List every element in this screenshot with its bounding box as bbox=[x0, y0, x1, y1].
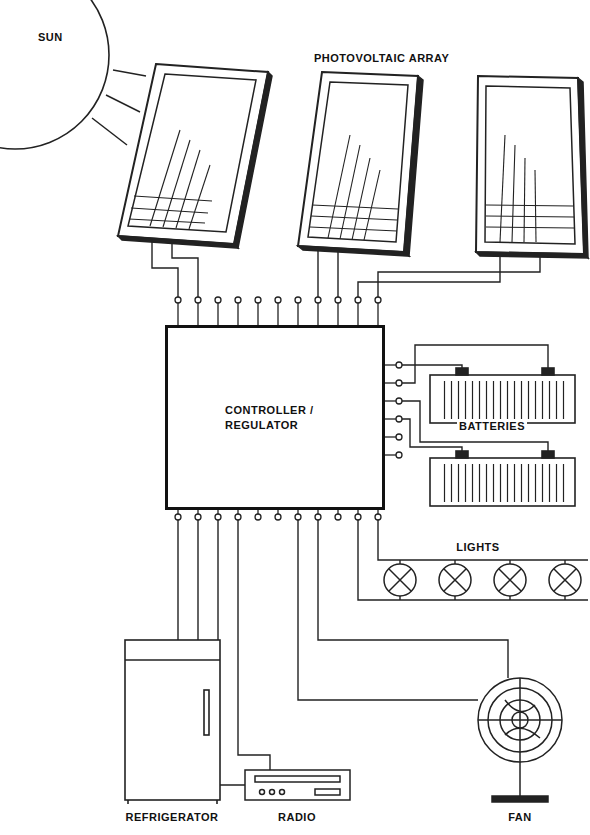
terminal bbox=[396, 434, 402, 440]
terminal bbox=[355, 297, 361, 303]
terminal-lead bbox=[177, 303, 178, 325]
terminal bbox=[396, 380, 402, 386]
terminal-lead bbox=[217, 303, 218, 325]
terminal bbox=[396, 416, 402, 422]
terminal-lead bbox=[337, 303, 338, 325]
terminal bbox=[215, 514, 221, 520]
terminal-lead bbox=[385, 454, 396, 455]
terminal-lead bbox=[385, 364, 396, 365]
terminal-lead bbox=[317, 303, 318, 325]
sun-circle: SUN bbox=[0, 0, 110, 150]
refrigerator-icon bbox=[125, 640, 220, 804]
fan-icon bbox=[478, 678, 562, 802]
lamp-symbols bbox=[384, 564, 581, 596]
terminal bbox=[335, 297, 341, 303]
terminal bbox=[315, 297, 321, 303]
terminal bbox=[355, 514, 361, 520]
terminal-lead bbox=[277, 303, 278, 325]
fan-label: FAN bbox=[506, 811, 534, 823]
terminal-lead bbox=[385, 418, 396, 419]
panel-cells bbox=[129, 130, 574, 242]
solar-panels bbox=[118, 64, 588, 258]
terminal bbox=[335, 514, 341, 520]
array-label: PHOTOVOLTAIC ARRAY bbox=[312, 52, 451, 64]
terminal bbox=[375, 297, 381, 303]
terminal bbox=[175, 297, 181, 303]
terminal-lead bbox=[237, 303, 238, 325]
terminal-lead bbox=[297, 303, 298, 325]
terminal bbox=[195, 514, 201, 520]
refrigerator-label: REFRIGERATOR bbox=[124, 811, 221, 823]
terminal bbox=[375, 514, 381, 520]
controller-label: CONTROLLER / REGULATOR bbox=[225, 403, 335, 433]
terminal-lead bbox=[385, 400, 396, 401]
lights-label: LIGHTS bbox=[454, 541, 501, 553]
batteries-label: BATTERIES bbox=[457, 420, 527, 432]
terminal bbox=[215, 297, 221, 303]
terminal bbox=[195, 297, 201, 303]
terminal bbox=[396, 452, 402, 458]
terminal-lead bbox=[197, 303, 198, 325]
controller-box: CONTROLLER / REGULATOR bbox=[165, 325, 385, 510]
terminal-lead bbox=[257, 303, 258, 325]
terminal bbox=[275, 514, 281, 520]
terminal bbox=[255, 297, 261, 303]
terminal bbox=[295, 514, 301, 520]
terminal bbox=[275, 297, 281, 303]
terminal bbox=[396, 362, 402, 368]
terminal-lead bbox=[377, 303, 378, 325]
terminal-lead bbox=[357, 303, 358, 325]
terminal-lead bbox=[385, 382, 396, 383]
terminal bbox=[295, 297, 301, 303]
batteries-symbol bbox=[430, 368, 575, 506]
terminal bbox=[235, 297, 241, 303]
terminal bbox=[315, 514, 321, 520]
terminal bbox=[255, 514, 261, 520]
terminal bbox=[235, 514, 241, 520]
sun-label: SUN bbox=[38, 30, 63, 45]
radio-icon bbox=[245, 770, 350, 800]
terminal bbox=[175, 514, 181, 520]
radio-label: RADIO bbox=[276, 811, 318, 823]
sun-outline bbox=[0, 0, 110, 150]
terminal bbox=[396, 398, 402, 404]
terminal-lead bbox=[385, 436, 396, 437]
